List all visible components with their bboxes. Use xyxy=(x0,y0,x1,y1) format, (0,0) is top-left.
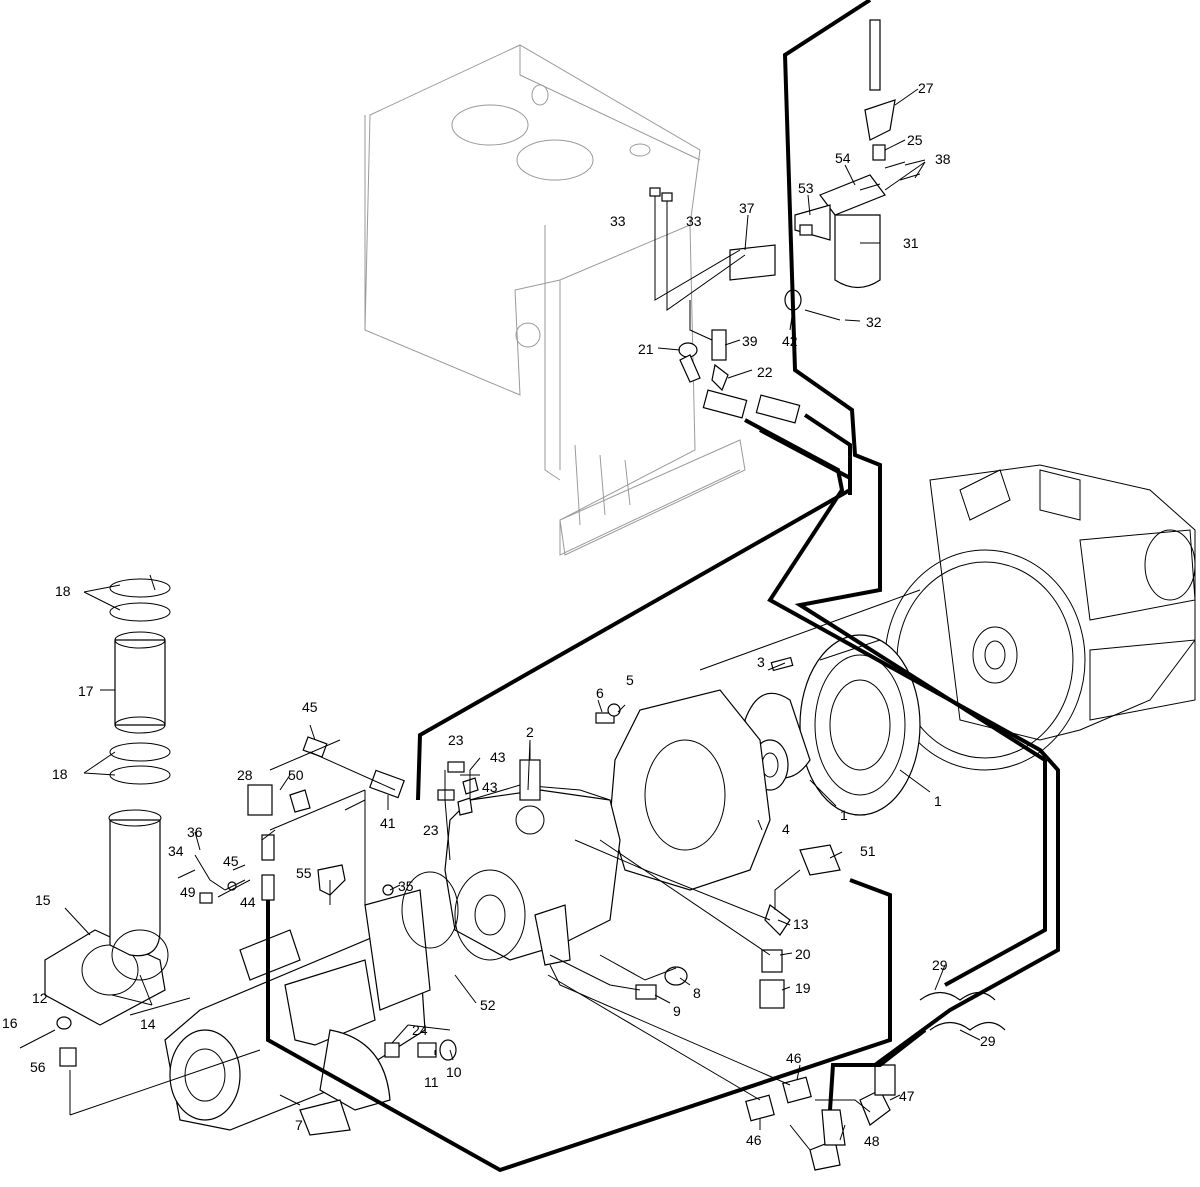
label-43: 43 xyxy=(482,779,498,795)
label-34: 34 xyxy=(168,843,184,859)
label-21: 21 xyxy=(638,341,654,357)
engine-assembly xyxy=(884,464,1196,771)
label-16: 16 xyxy=(2,1015,18,1031)
label-50: 50 xyxy=(288,767,304,783)
label-23: 23 xyxy=(423,822,439,838)
label-22: 22 xyxy=(757,364,773,380)
label-33: 33 xyxy=(610,213,626,229)
part-labels: 1 1 2 3 4 5 6 7 8 9 10 11 12 13 14 15 16… xyxy=(2,80,996,1149)
label-18: 18 xyxy=(52,766,68,782)
label-31: 31 xyxy=(903,235,919,251)
coupling-parts xyxy=(595,634,921,891)
label-24: 24 xyxy=(412,1022,428,1038)
label-1: 1 xyxy=(934,793,942,809)
label-20: 20 xyxy=(795,946,811,962)
hydraulic-hoses xyxy=(266,0,1060,1173)
suction-pipe xyxy=(44,578,171,1026)
label-41: 41 xyxy=(380,815,396,831)
label-37: 37 xyxy=(739,200,755,216)
filter-assembly xyxy=(729,19,896,311)
label-18: 18 xyxy=(55,583,71,599)
label-46: 46 xyxy=(786,1050,802,1066)
label-6: 6 xyxy=(596,685,604,701)
label-29: 29 xyxy=(980,1033,996,1049)
label-19: 19 xyxy=(795,980,811,996)
label-42: 42 xyxy=(782,333,798,349)
label-36: 36 xyxy=(187,824,203,840)
label-25: 25 xyxy=(907,132,923,148)
label-32: 32 xyxy=(866,314,882,330)
frame-structure xyxy=(364,44,746,556)
label-11: 11 xyxy=(424,1074,439,1090)
label-47: 47 xyxy=(899,1088,915,1104)
label-7: 7 xyxy=(295,1117,303,1133)
label-53: 53 xyxy=(798,180,814,196)
label-35: 35 xyxy=(398,878,414,894)
bolts-33 xyxy=(649,187,673,250)
label-33: 33 xyxy=(686,213,702,229)
label-13: 13 xyxy=(793,916,809,932)
fittings xyxy=(59,329,896,1171)
label-1: 1 xyxy=(840,807,848,823)
label-10: 10 xyxy=(446,1064,462,1080)
label-23: 23 xyxy=(448,732,464,748)
label-52: 52 xyxy=(480,997,496,1013)
label-45: 45 xyxy=(223,853,239,869)
label-27: 27 xyxy=(918,80,934,96)
label-29: 29 xyxy=(932,957,948,973)
label-2: 2 xyxy=(526,724,534,740)
small-hardware xyxy=(19,161,1006,1061)
label-56: 56 xyxy=(30,1059,46,1075)
label-14: 14 xyxy=(140,1016,156,1032)
label-51: 51 xyxy=(860,843,876,859)
label-43: 43 xyxy=(490,749,506,765)
label-15: 15 xyxy=(35,892,51,908)
label-45: 45 xyxy=(302,699,318,715)
label-39: 39 xyxy=(742,333,758,349)
hydraulic-pump-2 xyxy=(444,759,621,966)
label-48: 48 xyxy=(864,1133,880,1149)
label-4: 4 xyxy=(782,821,790,837)
label-44: 44 xyxy=(240,894,256,910)
label-17: 17 xyxy=(78,683,94,699)
label-12: 12 xyxy=(32,990,48,1006)
label-49: 49 xyxy=(180,884,196,900)
leader-lines xyxy=(64,88,981,1151)
label-28: 28 xyxy=(237,767,253,783)
label-3: 3 xyxy=(757,654,765,670)
label-5: 5 xyxy=(626,672,634,688)
label-46: 46 xyxy=(746,1132,762,1148)
label-38: 38 xyxy=(935,151,951,167)
label-54: 54 xyxy=(835,150,851,166)
label-9: 9 xyxy=(673,1003,681,1019)
label-8: 8 xyxy=(693,985,701,1001)
label-55: 55 xyxy=(296,865,312,881)
hydraulic-pump-7 xyxy=(164,871,459,1136)
